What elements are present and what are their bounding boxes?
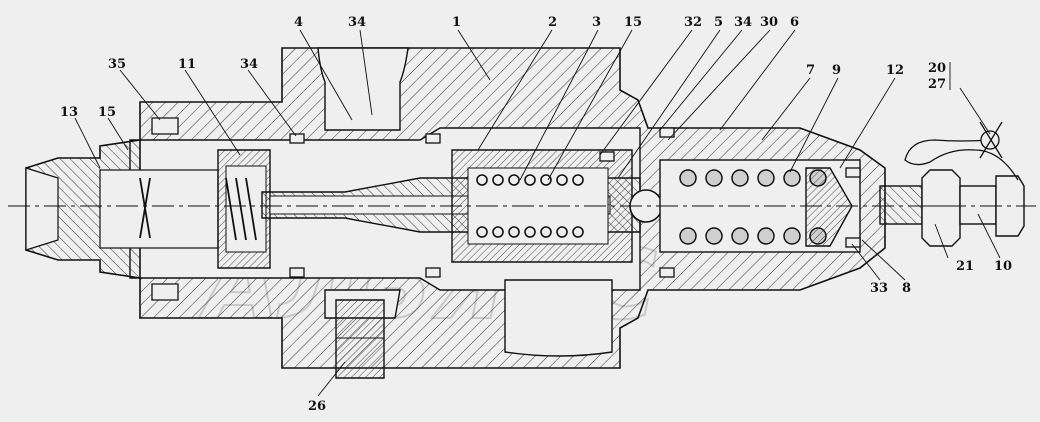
callout-27: 30 (760, 15, 778, 30)
callout-3: 3 (592, 15, 601, 30)
callout-6: 6 (790, 15, 799, 30)
callout-20: 20 (928, 61, 946, 76)
fitting-26 (335, 299, 385, 379)
callout-21: 21 (956, 259, 974, 274)
callout-34-top: 34 (348, 15, 366, 30)
callout-10: 10 (994, 259, 1012, 274)
callout-2: 2 (548, 15, 557, 30)
o-ring-35 (151, 117, 179, 301)
callout-8: 8 (902, 281, 911, 296)
callout-12: 12 (886, 63, 904, 78)
left-plug-cone (25, 167, 59, 251)
left-plug-cavity (99, 169, 219, 249)
callout-15-top: 15 (624, 15, 642, 30)
callout-11: 11 (178, 57, 196, 72)
o-rings (289, 127, 861, 278)
left-spring (139, 177, 151, 239)
callout-35: 35 (108, 57, 126, 72)
adjust-cone-12 (805, 167, 853, 247)
callout-32: 32 (684, 15, 702, 30)
callout-labels: 13 15 35 11 34 4 34 1 2 3 15 32 5 34 30 … (60, 15, 1012, 414)
callout-1: 1 (452, 15, 461, 30)
top-port (317, 47, 409, 131)
adjust-screw-shaft (879, 185, 923, 225)
callout-4: 4 (294, 15, 303, 30)
callout-5: 5 (714, 15, 723, 30)
callout-15-left: 15 (98, 105, 116, 120)
adjust-screw-10 (959, 185, 997, 225)
callout-7: 7 (806, 63, 815, 78)
locknut-21 (921, 169, 961, 247)
spring-11 (225, 177, 257, 241)
callout-26: 26 (308, 399, 326, 414)
top-port-thread (324, 82, 401, 130)
seal-wire-20 (904, 121, 1019, 181)
callout-33: 33 (870, 281, 888, 296)
leader-lines (74, 29, 1001, 397)
callout-30: 27 (928, 77, 946, 92)
callout-34-left: 34 (240, 57, 258, 72)
bottom-port-right (504, 279, 613, 357)
callout-34-right: 34 (734, 15, 752, 30)
callout-13: 13 (60, 105, 78, 120)
spring-3 (476, 174, 584, 238)
callout-9: 9 (832, 63, 841, 78)
